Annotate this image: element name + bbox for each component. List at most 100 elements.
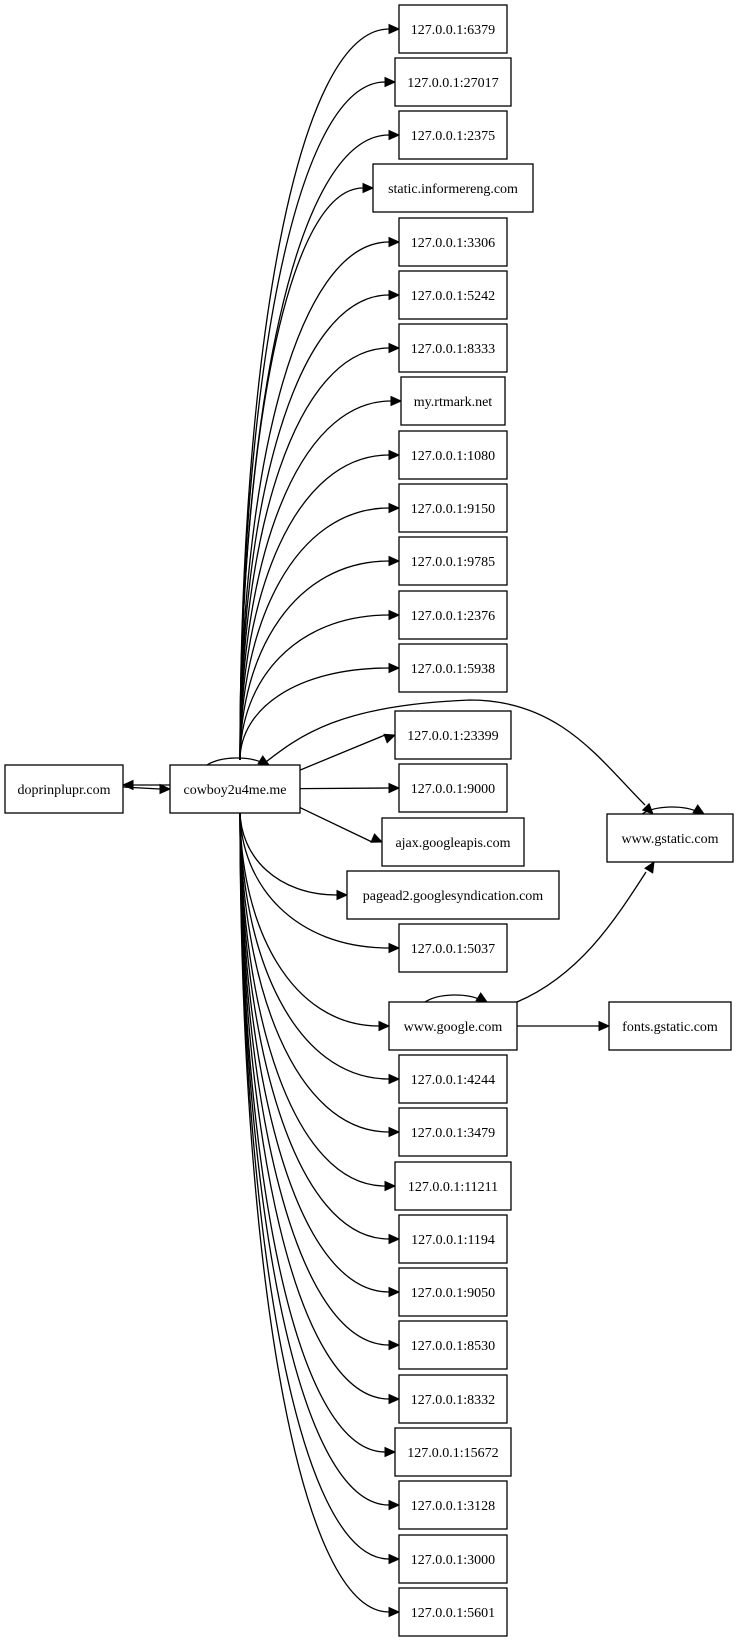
node-cowboy: cowboy2u4me.me (169, 764, 301, 814)
node-label: 127.0.0.1:27017 (407, 76, 498, 91)
arrowhead (383, 733, 397, 744)
arrowhead (388, 1073, 401, 1085)
node-p9000: 127.0.0.1:9000 (398, 763, 508, 813)
node-p5037: 127.0.0.1:5037 (398, 923, 508, 973)
node-label: 127.0.0.1:1080 (411, 449, 495, 464)
edge-cowboy-to-p2375 (239, 129, 401, 761)
node-box (608, 1001, 732, 1051)
edge-line (239, 507, 390, 761)
node-label: 127.0.0.1:8530 (411, 1339, 495, 1354)
edge-line (239, 294, 390, 761)
arrowhead (644, 860, 655, 874)
arrowhead (370, 833, 384, 843)
edge-cowboy-to-p6379 (239, 23, 401, 761)
edge-line (239, 454, 390, 761)
node-label: 127.0.0.1:4244 (411, 1073, 495, 1088)
edge-line (261, 699, 646, 806)
arrowhead (388, 1339, 401, 1351)
edge-cowboy-to-ajax (299, 806, 384, 843)
edge-line (299, 787, 390, 790)
node-box (398, 4, 508, 54)
node-label: 127.0.0.1:3306 (411, 236, 495, 251)
node-box (394, 710, 512, 760)
arrowhead (388, 236, 401, 248)
node-box (398, 923, 508, 973)
node-p1194: 127.0.0.1:1194 (398, 1214, 508, 1264)
edge-cowboy-to-p1080 (239, 449, 401, 761)
edge-cowboy-to-p8530 (239, 809, 401, 1351)
edge-cowboy-to-p27017 (239, 76, 397, 761)
node-p2376: 127.0.0.1:2376 (398, 590, 508, 640)
edges-layer (121, 23, 706, 1618)
edge-line (239, 809, 390, 1613)
edge-line (239, 809, 390, 949)
edge-cowboy-to-p5242 (239, 289, 401, 761)
node-label: 127.0.0.1:8332 (411, 1393, 495, 1408)
node-label: 127.0.0.1:5242 (411, 289, 495, 304)
node-p8530: 127.0.0.1:8530 (398, 1320, 508, 1370)
node-box (398, 110, 508, 160)
arrowhead (384, 76, 397, 88)
node-label: 127.0.0.1:2375 (411, 129, 495, 144)
node-box (398, 763, 508, 813)
edge-cowboy-to-p4244 (239, 809, 401, 1085)
node-p3128: 127.0.0.1:3128 (398, 1480, 508, 1530)
node-label: 127.0.0.1:5601 (411, 1606, 495, 1621)
node-label: ajax.googleapis.com (395, 836, 510, 851)
edge-cowboy-to-pagead2 (239, 809, 349, 901)
node-box (381, 817, 525, 867)
edge-cowboy-to-p8333 (239, 342, 401, 761)
node-label: 127.0.0.1:6379 (411, 23, 495, 38)
node-label: 127.0.0.1:9150 (411, 502, 495, 517)
edge-line (239, 809, 390, 1133)
arrowhead (388, 555, 401, 567)
arrowhead (388, 782, 401, 794)
node-box (398, 483, 508, 533)
node-label: 127.0.0.1:15672 (407, 1446, 498, 1461)
node-p5601: 127.0.0.1:5601 (398, 1587, 508, 1637)
node-p5242: 127.0.0.1:5242 (398, 270, 508, 320)
node-p3000: 127.0.0.1:3000 (398, 1534, 508, 1584)
arrowhead (692, 804, 706, 815)
edge-cowboy-to-informereng (239, 182, 375, 761)
node-pagead2: pagead2.googlesyndication.com (346, 870, 560, 920)
node-label: 127.0.0.1:1194 (411, 1233, 495, 1248)
node-box (398, 1054, 508, 1104)
edge-line (239, 187, 364, 761)
arrowhead (384, 1180, 397, 1192)
node-label: www.gstatic.com (621, 832, 718, 847)
edge-line (239, 560, 390, 761)
edge-cowboy-to-p9050 (239, 809, 401, 1298)
edge-line (239, 809, 338, 896)
arrowhead (388, 449, 401, 461)
arrowhead (388, 1286, 401, 1298)
edge-cowboy-to-p23399 (299, 733, 397, 771)
node-p3306: 127.0.0.1:3306 (398, 217, 508, 267)
arrowhead (388, 1233, 401, 1245)
edge-cowboy-to-p9000 (299, 782, 401, 794)
node-p8333: 127.0.0.1:8333 (398, 323, 508, 373)
node-box (398, 536, 508, 586)
arrowhead (598, 1020, 611, 1032)
arrowhead (336, 889, 349, 901)
edge-cowboy-to-p9785 (239, 555, 401, 761)
node-box (398, 1587, 508, 1637)
edge-line (239, 809, 380, 1027)
edge-cowboy-to-rtmark (239, 395, 403, 761)
edge-line (206, 757, 264, 766)
node-box (394, 1427, 512, 1477)
edge-cowboy-to-p5938 (239, 662, 401, 761)
edge-line (239, 667, 390, 761)
node-fonts: fonts.gstatic.com (608, 1001, 732, 1051)
edge-line (239, 809, 390, 1346)
edge-line (299, 806, 373, 843)
node-p15672: 127.0.0.1:15672 (394, 1427, 512, 1477)
node-label: 127.0.0.1:3479 (411, 1126, 495, 1141)
edge-google-to-google (424, 992, 489, 1003)
node-p6379: 127.0.0.1:6379 (398, 4, 508, 54)
edge-cowboy-to-google (239, 809, 391, 1032)
arrowhead (641, 802, 654, 815)
arrowhead (378, 1020, 391, 1032)
arrowhead (388, 289, 401, 301)
